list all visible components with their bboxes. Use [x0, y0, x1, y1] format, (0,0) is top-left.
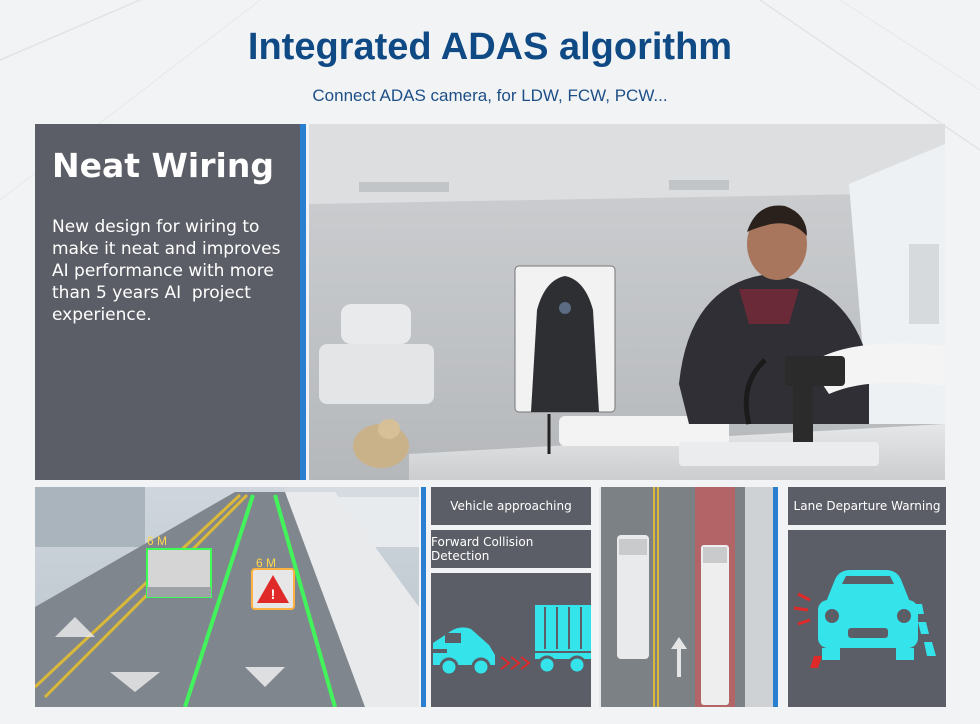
accent-divider [421, 487, 426, 707]
car-front-icon [818, 570, 918, 660]
lane-detection-scene: ! 6 M 6 M [35, 487, 419, 707]
lane-departure-illustration [788, 530, 946, 707]
accent-divider [300, 124, 306, 480]
warning-marks-icon [793, 592, 822, 668]
distance-label: 6 M [147, 534, 167, 548]
page-title: Integrated ADAS algorithm [247, 26, 733, 68]
taxi-icon [433, 627, 495, 677]
lane-markings-icon [914, 604, 936, 656]
forward-collision-illustration [431, 573, 591, 707]
feature-description: New design for wiring to make it neat an… [52, 217, 286, 325]
cabin-illustration [309, 124, 945, 480]
distance-label: 6 M [256, 556, 276, 570]
vehicle-approaching-label: Vehicle approaching [431, 487, 591, 525]
forward-collision-label: Forward Collision Detection [431, 530, 591, 568]
accent-divider [773, 487, 778, 707]
approach-arrows-icon [500, 656, 531, 670]
page-subtitle: Connect ADAS camera, for LDW, FCW, PCW..… [312, 86, 668, 105]
feature-info-panel: Neat Wiring New design for wiring to mak… [35, 124, 300, 480]
lane-departure-label: Lane Departure Warning [788, 487, 946, 525]
truck-icon [535, 605, 591, 675]
feature-heading: Neat Wiring [52, 146, 274, 185]
top-down-road-view [599, 487, 773, 707]
svg-text:!: ! [271, 586, 276, 602]
